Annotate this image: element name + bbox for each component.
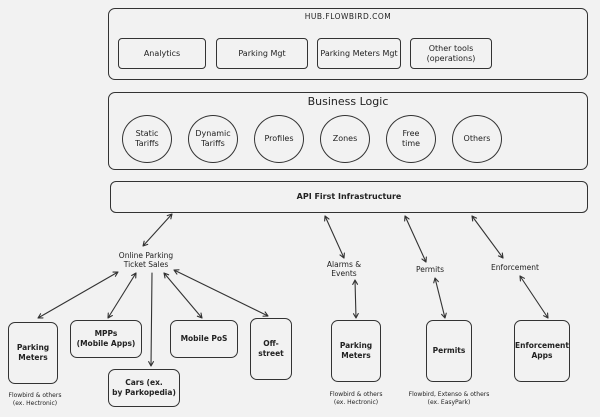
endpoint-label: Off- street [258,339,284,358]
endpoint-label: Enforcement Apps [515,341,569,360]
channel-enforcement: Enforcement [491,263,539,272]
hub-module-label: Parking Mgt [238,48,286,58]
logic-others: Others [452,115,502,163]
arrow-online-to-parking-meters [37,271,119,319]
hub-title: HUB.FLOWBIRD.COM [304,12,392,21]
hub-container [108,8,588,80]
endpoint-label: Parking Meters [339,341,373,360]
channel-online-ticket-sales: Online Parking Ticket Sales [118,251,174,269]
logic-item-label: Others [463,134,491,143]
endpoint-label: MPPs (Mobile Apps) [76,329,136,348]
arrow-online-to-cars [148,272,154,367]
endpoint-label: Parking Meters [16,343,50,362]
business-logic-container [108,92,588,170]
endpoint-parking-meters-left: Parking Meters [8,322,58,384]
hub-module-label: Other tools (operations) [426,43,476,63]
logic-profiles: Profiles [254,115,304,163]
arrow-online-to-mobile-pos [163,272,203,319]
logic-zones: Zones [320,115,370,163]
channel-alarms-events: Alarms & Events [326,260,362,278]
arrow-online-to-mpps [107,272,137,319]
logic-dynamic-tariffs: Dynamic Tariffs [188,115,238,163]
endpoint-cars: Cars (ex. by Parkopedia) [108,369,180,407]
endpoint-enforcement-apps: Enforcement Apps [514,320,570,382]
logic-item-label: Free time [401,129,421,148]
hub-module-label: Analytics [143,48,181,58]
arrow-api-to-enforcement [471,215,504,259]
arrow-online-to-off-street [173,269,269,317]
hub-module-parking-mgt: Parking Mgt [216,38,308,69]
arrow-enforcement-to-apps [519,275,549,319]
logic-item-label: Static Tariffs [135,129,159,148]
arrow-alarms-to-meters [352,279,359,319]
api-label: API First Infrastructure [296,192,402,201]
channel-permits: Permits [415,265,445,274]
note-meters-left: Flowbird & others (ex. Hectronic) [8,392,62,407]
business-logic-title: Business Logic [307,95,389,108]
hub-module-other-tools: Other tools (operations) [410,38,492,69]
logic-item-label: Profiles [264,134,294,143]
arrow-api-to-alarms [324,215,345,259]
arrow-permits-to-endpoint [433,277,447,319]
logic-static-tariffs: Static Tariffs [122,115,172,163]
hub-module-analytics: Analytics [118,38,206,69]
endpoint-mobile-pos: Mobile PoS [170,320,238,358]
logic-item-label: Dynamic Tariffs [195,129,231,148]
hub-module-label: Parking Meters Mgt [320,48,398,58]
arrow-api-to-permits [404,215,427,263]
endpoint-label: Mobile PoS [180,334,228,343]
endpoint-permits: Permits [426,320,472,382]
logic-free-time: Free time [386,115,436,163]
endpoint-parking-meters-right: Parking Meters [331,320,381,382]
hub-module-parking-meters-mgt: Parking Meters Mgt [317,38,401,69]
logic-item-label: Zones [332,134,358,143]
note-meters-right: Flowbird & others (ex. Hectronic) [329,391,383,406]
endpoint-label: Cars (ex. by Parkopedia) [112,378,176,397]
note-permits: Flowbird, Extenso & others (ex. EasyPark… [408,391,490,406]
endpoint-off-street: Off- street [250,318,292,380]
api-infrastructure-bar: API First Infrastructure [110,181,588,213]
arrow-online-to-api [142,213,173,247]
endpoint-label: Permits [432,346,466,355]
endpoint-mpps: MPPs (Mobile Apps) [70,320,142,358]
